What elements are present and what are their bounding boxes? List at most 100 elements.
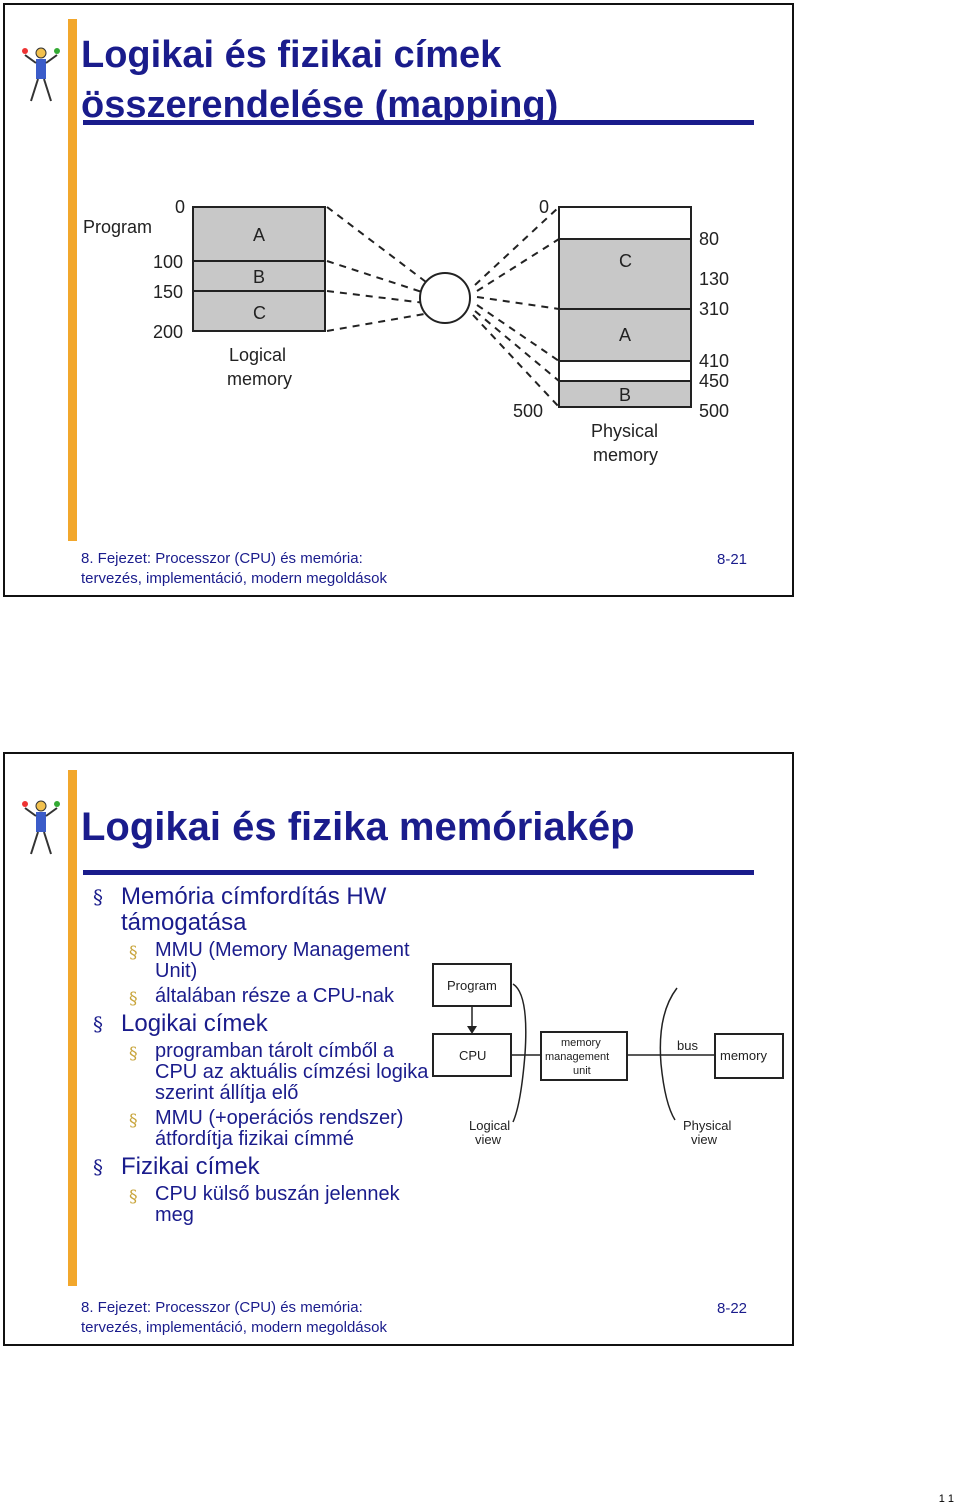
logical-view-label-2: view [475,1132,502,1147]
page-number: 8-21 [717,551,748,568]
juggler-logo-icon [22,800,60,855]
physical-label-b: B [619,385,631,405]
sub-bullet-item: § általában része a CPU-nak [89,985,439,1009]
physical-address-500-left: 500 [513,401,543,421]
svg-text:§: § [93,886,103,908]
sub-bullet-text: CPU külső buszán jelennek meg [155,1183,400,1226]
physical-address-0: 0 [539,197,549,217]
mmu-label-1: memory [561,1037,601,1049]
slide-title-line-2: összerendelése (mapping) [81,84,559,126]
sub-bullet-item: § CPU külső buszán jelennek meg [89,1184,439,1226]
physical-address-450: 450 [699,371,729,391]
title-underline [83,870,754,875]
logical-view-label-1: Logical [469,1118,510,1133]
section-bullet-icon: § [93,886,103,908]
physical-view-label-2: view [691,1132,718,1147]
physical-address-500-right: 500 [699,401,729,421]
program-label: Program [83,217,152,237]
logical-view-bracket [512,983,527,1123]
bullet-item: § Logikai címek [89,1011,439,1037]
mmu-diagram: Program CPU memory management unit bus m… [432,963,784,1147]
footer-chapter: 8. Fejezet: Processzor (CPU) és memória:… [81,549,387,589]
physical-address-80: 80 [699,229,719,249]
svg-text:§: § [129,1111,138,1130]
footer-line-1: 8. Fejezet: Processzor (CPU) és memória: [81,1299,363,1316]
slide-title-line-1: Logikai és fizikai címek [81,34,502,76]
slide-8-22: Logikai és fizika memóriakép § Memória c… [3,752,794,1346]
physical-segment-b [558,380,692,408]
mmu-box [540,1031,628,1081]
title-underline [83,120,754,125]
section-bullet-icon: § [129,1044,138,1063]
accent-vertical-bar [68,19,77,541]
physical-caption-2: memory [593,445,658,465]
memory-box [714,1033,784,1079]
physical-address-410: 410 [699,351,729,371]
sub-bullet-item: § MMU (Memory Management Unit) [89,940,439,982]
logical-address-200: 200 [153,322,183,342]
cpu-box-label: CPU [459,1048,486,1063]
program-box-label: Program [447,978,497,993]
mmu-label-2: management [545,1051,609,1063]
physical-view-bracket [659,987,678,1121]
cpu-box [432,1033,512,1077]
physical-caption-1: Physical [591,421,658,441]
sub-bullet-text: általában része a CPU-nak [155,985,395,1007]
slide-8-21: Logikai és fizikai címek összerendelése … [3,3,794,597]
section-bullet-icon: § [93,1156,103,1178]
memory-box-label: memory [720,1048,767,1063]
physical-address-310: 310 [699,299,729,319]
footer-chapter: 8. Fejezet: Processzor (CPU) és memória:… [81,1298,387,1338]
mmu-label-3: unit [573,1065,591,1077]
footer-line-1: 8. Fejezet: Processzor (CPU) és memória: [81,550,363,567]
physical-segment-a [558,308,692,362]
bullet-item: § Fizikai címek [89,1154,439,1180]
logical-address-100: 100 [153,252,183,272]
slide-title: Logikai és fizika memóriakép [81,805,635,849]
footer-line-2: tervezés, implementáció, modern megoldás… [81,1319,387,1336]
sub-bullet-text: MMU (+operációs rendszer) átfordítja fiz… [155,1107,404,1150]
sub-bullet-item: § MMU (+operációs rendszer) átfordítja f… [89,1108,439,1150]
physical-label-c: C [619,251,632,271]
juggler-logo-icon [22,47,60,102]
svg-text:§: § [93,1156,103,1178]
mapping-diagram: Program A B C 0 100 150 200 Logical memo… [83,197,729,465]
logical-segment-a [192,206,326,262]
footer-line-2: tervezés, implementáció, modern megoldás… [81,570,387,587]
svg-text:§: § [93,1013,103,1035]
logical-address-150: 150 [153,282,183,302]
svg-text:§: § [129,989,138,1008]
document-page-mark: 1 1 [938,1493,954,1505]
physical-view-label-1: Physical [683,1118,732,1133]
svg-text:§: § [129,943,138,962]
section-bullet-icon: § [129,989,138,1008]
logical-label-a: A [253,225,265,245]
sub-bullet-text: programban tárolt címből a CPU az aktuál… [155,1040,429,1104]
physical-address-130: 130 [699,269,729,289]
bus-label: bus [677,1038,698,1053]
bullet-text: Memória címfordítás HW támogatása [121,883,387,936]
svg-text:§: § [129,1044,138,1063]
sub-bullet-text: MMU (Memory Management Unit) [155,939,410,982]
bullet-text: Logikai címek [121,1010,268,1037]
mapping-circle [419,272,471,324]
page-number: 8-22 [717,1300,748,1317]
logical-label-c: C [253,303,266,323]
section-bullet-icon: § [129,1187,138,1206]
section-bullet-icon: § [93,1013,103,1035]
sub-bullet-item: § programban tárolt címből a CPU az aktu… [89,1041,439,1104]
section-bullet-icon: § [129,943,138,962]
accent-vertical-bar [68,770,77,1286]
bullet-list: § Memória címfordítás HW támogatása § MM… [89,884,439,1230]
physical-segment-c [558,238,692,310]
physical-label-a: A [619,325,631,345]
logical-segment-c [192,290,326,332]
svg-text:§: § [129,1187,138,1206]
section-bullet-icon: § [129,1111,138,1130]
bullet-item: § Memória címfordítás HW támogatása [89,884,439,936]
logical-address-0: 0 [175,197,185,217]
logical-caption-1: Logical [229,345,286,365]
logical-label-b: B [253,267,265,287]
logical-caption-2: memory [227,369,292,389]
program-box [432,963,512,1007]
